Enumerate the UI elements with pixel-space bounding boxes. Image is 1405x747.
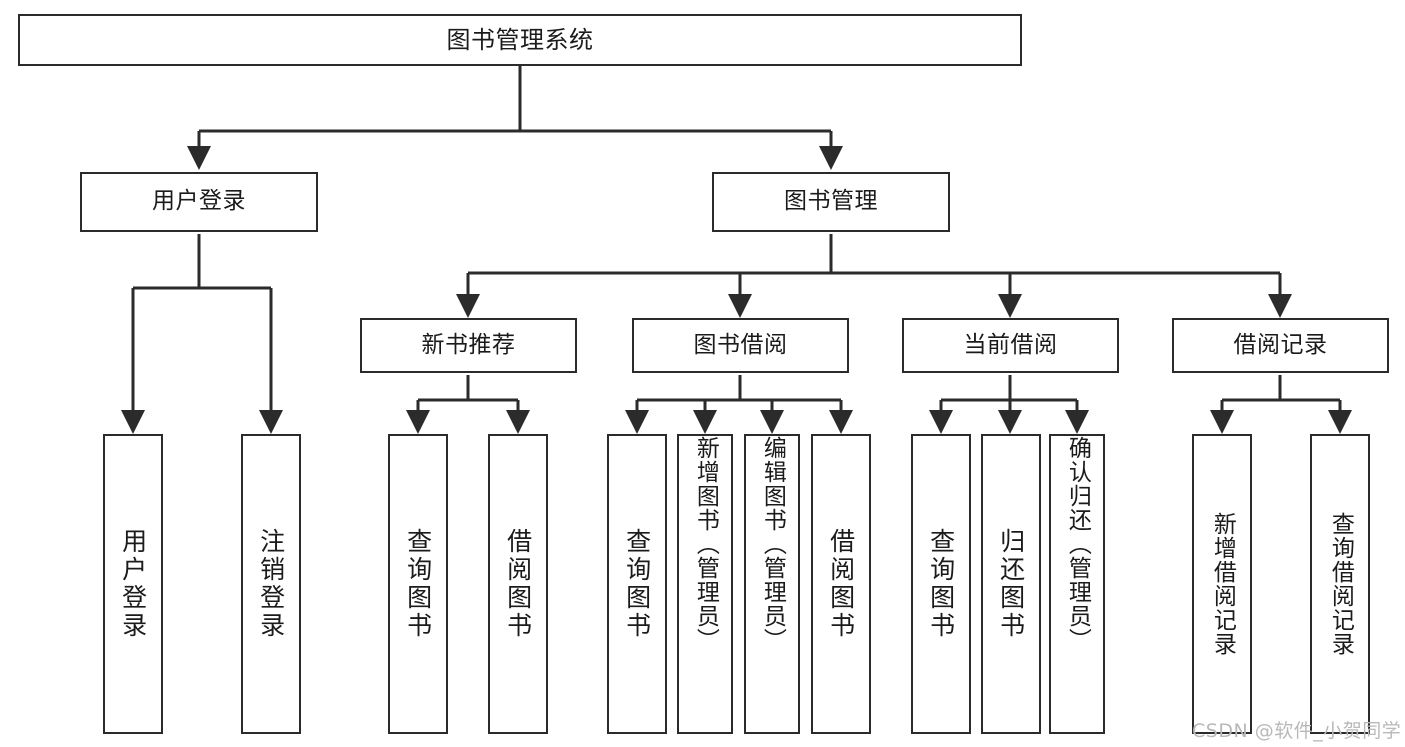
node-leaf-add-book[interactable]: 新增图书（管理员） xyxy=(677,434,733,734)
node-current-borrow-label: 当前借阅 xyxy=(963,331,1058,358)
node-borrow-record[interactable]: 借阅记录 xyxy=(1172,318,1389,373)
node-leaf-borrow-book-borrow-label: 借阅图书 xyxy=(826,528,856,640)
node-leaf-query-borrow-record[interactable]: 查询借阅记录 xyxy=(1310,434,1370,734)
node-leaf-return-book-label: 归还图书 xyxy=(996,528,1026,640)
node-book-borrow-label: 图书借阅 xyxy=(693,331,788,358)
csdn-watermark: CSDN @软件_小贺同学 xyxy=(1192,720,1402,742)
node-leaf-user-login-label: 用户登录 xyxy=(118,528,148,640)
node-leaf-query-book-rec[interactable]: 查询图书 xyxy=(388,434,448,734)
node-new-book-recommend-label: 新书推荐 xyxy=(421,331,516,358)
node-leaf-query-book-borrow-label: 查询图书 xyxy=(622,528,652,640)
node-leaf-user-logout[interactable]: 注销登录 xyxy=(241,434,301,734)
node-leaf-query-book-borrow[interactable]: 查询图书 xyxy=(607,434,667,734)
node-book-borrow[interactable]: 图书借阅 xyxy=(632,318,849,373)
node-leaf-query-book-rec-label: 查询图书 xyxy=(403,528,433,640)
node-user-login[interactable]: 用户登录 xyxy=(80,172,318,232)
node-user-login-label: 用户登录 xyxy=(152,188,246,215)
node-root-system[interactable]: 图书管理系统 xyxy=(18,14,1022,66)
node-leaf-query-book-current[interactable]: 查询图书 xyxy=(911,434,971,734)
node-leaf-add-borrow-record[interactable]: 新增借阅记录 xyxy=(1192,434,1252,734)
node-leaf-borrow-book-rec-label: 借阅图书 xyxy=(503,528,533,640)
node-current-borrow[interactable]: 当前借阅 xyxy=(902,318,1119,373)
node-leaf-query-borrow-record-label: 查询借阅记录 xyxy=(1327,512,1354,656)
node-new-book-recommend[interactable]: 新书推荐 xyxy=(360,318,577,373)
node-leaf-confirm-return[interactable]: 确认归还（管理员） xyxy=(1049,434,1105,734)
node-leaf-return-book[interactable]: 归还图书 xyxy=(981,434,1041,734)
node-leaf-user-logout-label: 注销登录 xyxy=(256,528,286,640)
node-leaf-edit-book-label: 编辑图书（管理员） xyxy=(759,436,786,652)
node-leaf-edit-book[interactable]: 编辑图书（管理员） xyxy=(744,434,800,734)
node-root-system-label: 图书管理系统 xyxy=(446,25,594,54)
node-book-manage-label: 图书管理 xyxy=(784,188,878,215)
node-leaf-query-book-current-label: 查询图书 xyxy=(926,528,956,640)
node-leaf-borrow-book-borrow[interactable]: 借阅图书 xyxy=(811,434,871,734)
node-leaf-add-book-label: 新增图书（管理员） xyxy=(692,436,719,652)
node-book-manage[interactable]: 图书管理 xyxy=(712,172,950,232)
node-leaf-add-borrow-record-label: 新增借阅记录 xyxy=(1209,512,1236,656)
node-leaf-borrow-book-rec[interactable]: 借阅图书 xyxy=(488,434,548,734)
node-leaf-confirm-return-label: 确认归还（管理员） xyxy=(1064,436,1091,652)
node-borrow-record-label: 借阅记录 xyxy=(1233,331,1328,358)
node-leaf-user-login[interactable]: 用户登录 xyxy=(103,434,163,734)
